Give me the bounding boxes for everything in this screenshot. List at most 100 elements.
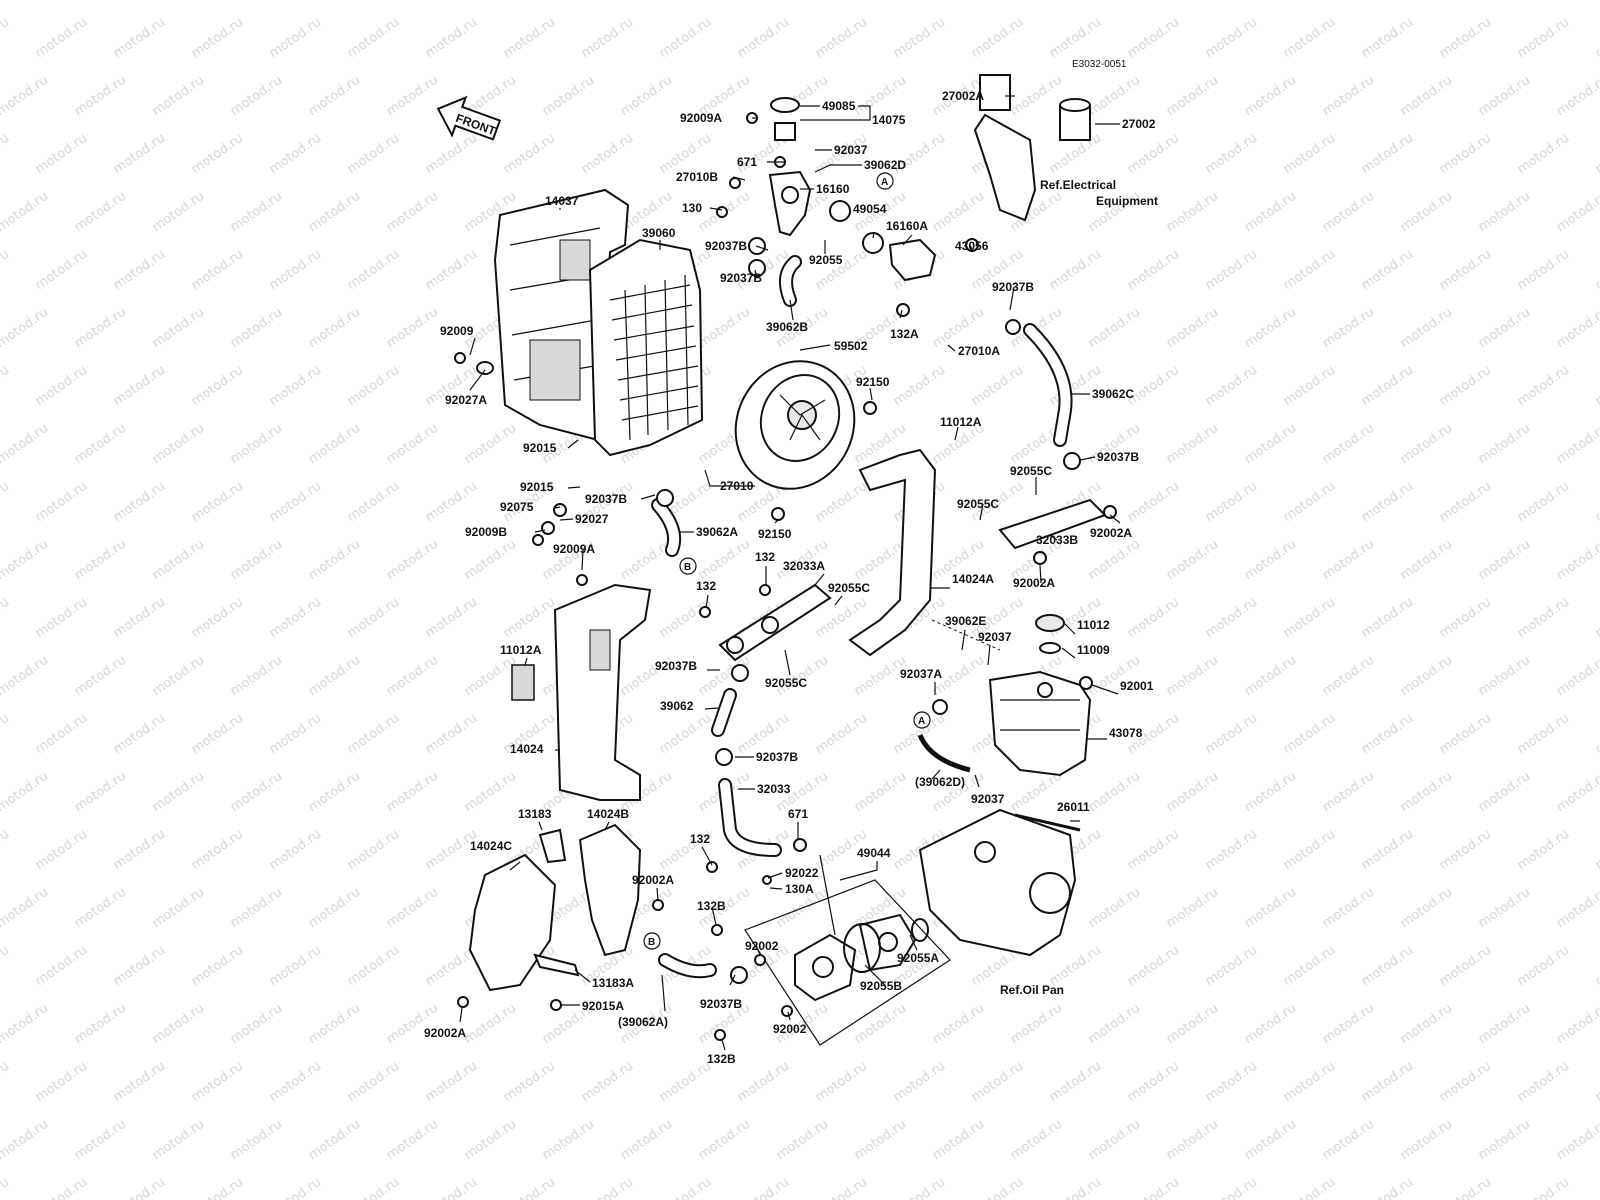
watermark-text: motod.ru (1437, 711, 1494, 757)
watermark-text: motod.ru (384, 189, 441, 235)
watermark-text: motod.ru (1125, 1059, 1182, 1105)
label-43056: 43056 (955, 239, 989, 253)
electrical-bracket (973, 74, 1091, 222)
watermark-text: motod.ru (1515, 247, 1572, 293)
watermark-text: motod.ru (618, 537, 675, 583)
watermark-text: motod.ru (306, 421, 363, 467)
watermark-text: motod.ru (657, 595, 714, 641)
watermark-text: motod.ru (1203, 827, 1260, 873)
watermark-text: motod.ru (1125, 1175, 1182, 1200)
watermark-text: motod.ru (1476, 421, 1533, 467)
watermark-text: motod.ru (423, 595, 480, 641)
watermark-text: motod.ru (852, 769, 909, 815)
hose-39062B (779, 255, 802, 307)
watermark-text: motod.ru (189, 1059, 246, 1105)
cable-26011 (1014, 813, 1081, 832)
watermark-text: motod.ru (735, 15, 792, 61)
watermark-text: motod.ru (0, 189, 51, 235)
watermark-text: motod.ru (228, 189, 285, 235)
watermark-text: motod.ru (423, 479, 480, 525)
watermark-text: motod.ru (1476, 189, 1533, 235)
watermark-text: motod.ru (306, 537, 363, 583)
watermark-text: motod.ru (228, 0, 285, 3)
label-32033B: 32033B (1036, 533, 1078, 547)
watermark-text: motod.ru (1320, 305, 1377, 351)
watermark-text: motod.ru (189, 1175, 246, 1200)
watermark-text: motod.ru (228, 73, 285, 119)
side-cover-14024C (468, 853, 557, 992)
watermark-text: motod.ru (0, 1117, 51, 1163)
watermark-text: motod.ru (774, 1117, 831, 1163)
watermark-text: motod.ru (1320, 0, 1377, 3)
watermark-text: motod.ru (267, 131, 324, 177)
watermark-text: motod.ru (1359, 827, 1416, 873)
watermark-text: motod.ru (384, 1001, 441, 1047)
watermark-text: motod.ru (891, 15, 948, 61)
watermark-text: motod.ru (1203, 479, 1260, 525)
watermark-text: motod.ru (618, 73, 675, 119)
watermark-text: motod.ru (540, 73, 597, 119)
watermark-text: motod.ru (72, 537, 129, 583)
watermark-text: motod.ru (1476, 885, 1533, 931)
label-92009B: 92009B (465, 525, 507, 539)
watermark-text: motod.ru (150, 769, 207, 815)
label-43078: 43078 (1109, 726, 1143, 740)
watermark-text: motod.ru (1593, 711, 1600, 757)
watermark-text: motod.ru (1086, 769, 1143, 815)
watermark-text: motod.ru (1281, 595, 1338, 641)
watermark-text: motod.ru (189, 131, 246, 177)
watermark-text: motod.ru (462, 1001, 519, 1047)
watermark-text: motod.ru (1086, 73, 1143, 119)
label-92002A-d: 92002A (424, 1026, 466, 1040)
watermark-text: motod.ru (1515, 595, 1572, 641)
watermark-text: motod.ru (111, 827, 168, 873)
watermark-text: motod.ru (345, 363, 402, 409)
watermark-text: motod.ru (1086, 1001, 1143, 1047)
watermark-text: motod.ru (1476, 769, 1533, 815)
watermark-text: motod.ru (111, 711, 168, 757)
watermark-text: motod.ru (1437, 363, 1494, 409)
label-39062D-paren: (39062D) (915, 775, 965, 789)
label-11012: 11012 (1077, 618, 1110, 632)
watermark-text: motod.ru (150, 885, 207, 931)
part-labels: 27002A 27002 49085 14075 92009A 92037 67… (424, 89, 1158, 1066)
label-11012A-b: 11012A (500, 643, 542, 657)
watermark-text: motod.ru (1242, 73, 1299, 119)
watermark-text: motod.ru (1008, 0, 1065, 3)
watermark-text: motod.ru (540, 1117, 597, 1163)
callout-b-left: B (679, 557, 697, 575)
watermark-text: motod.ru (150, 1117, 207, 1163)
reservoir-tank-43078 (988, 670, 1092, 777)
label-92002A-c: 92002A (632, 873, 674, 887)
watermark-text: motod.ru (1281, 1175, 1338, 1200)
label-92055: 92055 (809, 253, 843, 267)
watermark-text: motod.ru (501, 1059, 558, 1105)
label-92037B-h: 92037B (700, 997, 742, 1011)
watermark-text: motod.ru (1242, 653, 1299, 699)
watermark-text: motod.ru (111, 247, 168, 293)
watermark-text: motod.ru (306, 653, 363, 699)
watermark-text: motod.ru (150, 1001, 207, 1047)
watermark-text: motod.ru (1242, 305, 1299, 351)
label-92002A-a: 92002A (1090, 526, 1132, 540)
watermark-text: motod.ru (1242, 1117, 1299, 1163)
callout-a-top-letter: A (881, 177, 888, 188)
watermark-text: motod.ru (462, 421, 519, 467)
watermark-text: motod.ru (1320, 885, 1377, 931)
watermark-text: motod.ru (657, 15, 714, 61)
watermark-text: motod.ru (72, 189, 129, 235)
watermark-text: motod.ru (1164, 885, 1221, 931)
watermark-text: motod.ru (1437, 827, 1494, 873)
label-13183A: 13183A (592, 976, 634, 990)
watermark-text: motod.ru (501, 131, 558, 177)
watermark-text: motod.ru (33, 711, 90, 757)
watermark-text: motod.ru (1242, 421, 1299, 467)
label-671-b: 671 (788, 807, 808, 821)
watermark-text: motod.ru (1281, 827, 1338, 873)
watermark-text: motod.ru (0, 711, 12, 757)
label-27010A: 27010A (958, 344, 1000, 358)
watermark-text: motod.ru (228, 769, 285, 815)
watermark-text: motod.ru (1476, 305, 1533, 351)
watermark-text: motod.ru (1476, 653, 1533, 699)
watermark-text: motod.ru (891, 1175, 948, 1200)
